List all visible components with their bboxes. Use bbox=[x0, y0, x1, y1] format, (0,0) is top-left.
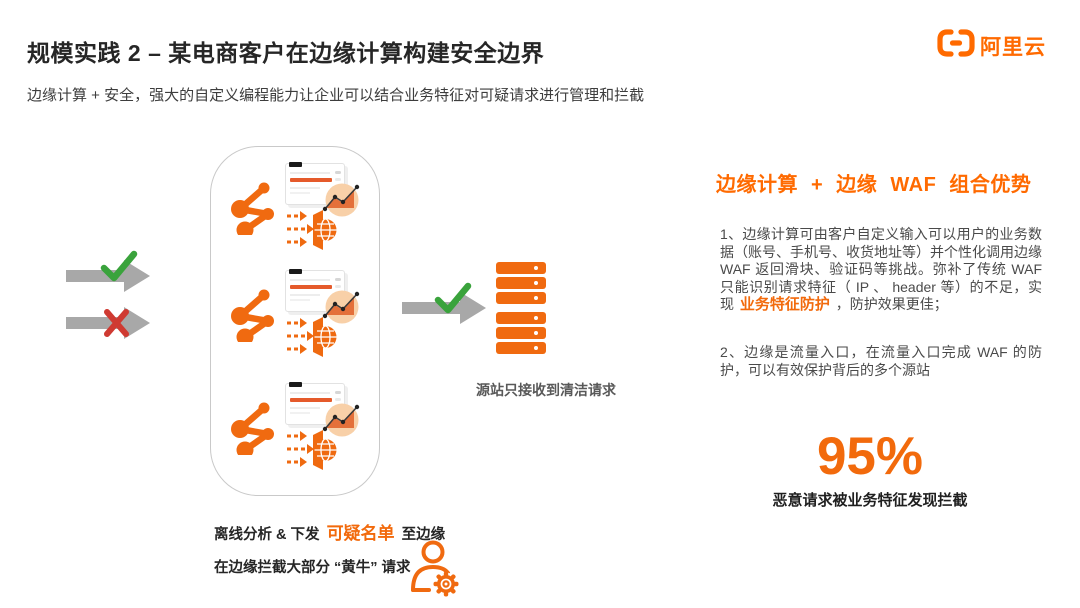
note-text-before: 离线分析 & 下发 bbox=[214, 527, 320, 543]
analytics-chart-icon bbox=[322, 401, 361, 444]
benefit-1-text-after: ，防护效果更佳； bbox=[835, 296, 948, 313]
business-feature-protection-highlight: 业务特征防护 bbox=[739, 296, 830, 314]
edge-node-group bbox=[229, 162, 369, 263]
edge-network-icon bbox=[231, 181, 277, 240]
edge-waf-globe-icon bbox=[287, 316, 339, 363]
origin-caption: 源站只接收到清洁请求 bbox=[476, 382, 616, 398]
edge-waf-globe-icon bbox=[287, 209, 339, 256]
benefit-point-2: 2、边缘是流量入口，在流量入口完成 WAF 的防护，可以有效保护背后的多个源站 bbox=[720, 344, 1042, 378]
benefit-1-text-before: 1、边缘计算可由客户自定义输入可以用户的业务数据（账号、手机号、收货地址等）并个… bbox=[720, 226, 1042, 313]
incoming-blocked-arrow-icon bbox=[66, 304, 152, 347]
edge-node-group bbox=[229, 269, 369, 370]
stat-value: 95% bbox=[816, 427, 924, 486]
edge-network-icon bbox=[231, 288, 277, 347]
scalper-block-note: 在边缘拦截大部分 “黄牛” 请求 bbox=[214, 560, 411, 576]
benefits-heading: 边缘计算 + 边缘 WAF 组合优势 bbox=[716, 174, 1032, 196]
page-subtitle: 边缘计算 + 安全，强大的自定义编程能力让企业可以结合业务特征对可疑请求进行管理… bbox=[27, 87, 645, 104]
edge-waf-globe-icon bbox=[287, 429, 339, 476]
alibaba-cloud-brackets-icon bbox=[936, 28, 976, 63]
page-title: 规模实践 2 – 某电商客户在边缘计算构建安全边界 bbox=[27, 40, 545, 66]
note-text-after: 至边缘 bbox=[401, 527, 446, 543]
person-gear-icon bbox=[407, 538, 463, 603]
edge-nodes-container bbox=[210, 146, 380, 496]
stat-block: 95% 恶意请求被业务特征发现拦截 bbox=[753, 428, 987, 510]
analytics-chart-icon bbox=[322, 288, 361, 331]
analytics-chart-icon bbox=[322, 181, 361, 224]
stat-caption: 恶意请求被业务特征发现拦截 bbox=[772, 492, 968, 509]
edge-network-icon bbox=[231, 401, 277, 460]
benefit-point-1: 1、边缘计算可由客户自定义输入可以用户的业务数据（账号、手机号、收货地址等）并个… bbox=[720, 226, 1042, 314]
suspicious-list-highlight: 可疑名单 bbox=[326, 524, 395, 543]
alibaba-cloud-logo-text: 阿里云 bbox=[980, 35, 1046, 59]
offline-analysis-note: 离线分析 & 下发 可疑名单 至边缘 bbox=[214, 519, 445, 544]
edge-node-group bbox=[229, 382, 369, 483]
clean-traffic-arrow-icon bbox=[402, 280, 488, 329]
alibaba-cloud-logo: 阿里云 bbox=[936, 28, 1046, 63]
incoming-allowed-arrow-icon bbox=[66, 248, 152, 297]
origin-server-stack-icon bbox=[496, 262, 546, 357]
